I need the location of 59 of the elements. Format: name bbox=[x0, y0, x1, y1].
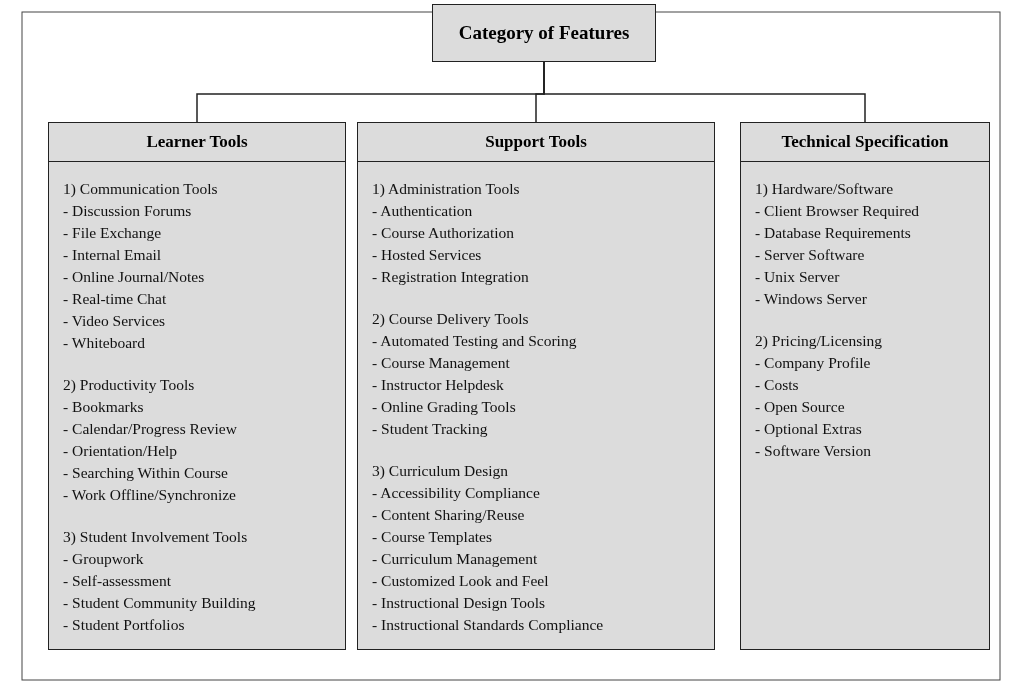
group-heading: 2) Pricing/Licensing bbox=[755, 331, 882, 350]
list-item: - File Exchange bbox=[63, 223, 162, 242]
list-item: - Course Templates bbox=[372, 527, 493, 546]
list-item: - Whiteboard bbox=[63, 333, 145, 352]
group-heading: 2) Course Delivery Tools bbox=[372, 309, 529, 328]
column-heading: Learner Tools bbox=[146, 132, 248, 152]
group-heading: 1) Administration Tools bbox=[372, 179, 520, 198]
list-item: - Instructional Design Tools bbox=[372, 593, 545, 612]
list-item: - Accessibility Compliance bbox=[372, 483, 540, 502]
list-item: - Unix Server bbox=[755, 267, 840, 286]
list-item: - Customized Look and Feel bbox=[372, 571, 549, 590]
list-item: - Discussion Forums bbox=[63, 201, 192, 220]
list-item: - Bookmarks bbox=[63, 397, 144, 416]
list-item: - Automated Testing and Scoring bbox=[372, 331, 577, 350]
list-item: - Self-assessment bbox=[63, 571, 172, 590]
list-item: - Optional Extras bbox=[755, 419, 862, 438]
list-item: - Orientation/Help bbox=[63, 441, 178, 460]
list-item: - Course Management bbox=[372, 353, 510, 372]
list-item: - Searching Within Course bbox=[63, 463, 228, 482]
title-text: Category of Features bbox=[458, 22, 630, 44]
list-item: - Windows Server bbox=[755, 289, 867, 308]
list-item: - Content Sharing/Reuse bbox=[372, 505, 525, 524]
category-column bbox=[357, 122, 715, 650]
column-heading: Support Tools bbox=[485, 132, 587, 152]
group-heading: 1) Hardware/Software bbox=[755, 179, 894, 198]
list-item: - Student Community Building bbox=[63, 593, 256, 612]
group-heading: 1) Communication Tools bbox=[63, 179, 218, 198]
title-box bbox=[432, 4, 656, 62]
column-heading: Technical Specification bbox=[781, 132, 949, 152]
list-item: - Company Profile bbox=[755, 353, 871, 372]
list-item: - Instructor Helpdesk bbox=[372, 375, 504, 394]
group-heading: 2) Productivity Tools bbox=[63, 375, 195, 394]
list-item: - Costs bbox=[755, 375, 799, 394]
list-item: - Student Portfolios bbox=[63, 615, 185, 634]
list-item: - Groupwork bbox=[63, 549, 144, 568]
list-item: - Work Offline/Synchronize bbox=[63, 485, 236, 504]
list-item: - Online Grading Tools bbox=[372, 397, 516, 416]
list-item: - Curriculum Management bbox=[372, 549, 538, 568]
connector-line bbox=[543, 61, 866, 123]
list-item: - Video Services bbox=[63, 311, 166, 330]
list-item: - Server Software bbox=[755, 245, 865, 264]
list-item: - Calendar/Progress Review bbox=[63, 419, 237, 438]
list-item: - Student Tracking bbox=[372, 419, 488, 438]
list-item: - Internal Email bbox=[63, 245, 162, 264]
group-heading: 3) Student Involvement Tools bbox=[63, 527, 248, 546]
list-item: - Software Version bbox=[755, 441, 871, 460]
list-item: - Online Journal/Notes bbox=[63, 267, 205, 286]
list-item: - Hosted Services bbox=[372, 245, 482, 264]
category-column bbox=[740, 122, 990, 650]
list-item: - Client Browser Required bbox=[755, 201, 919, 220]
list-item: - Instructional Standards Compliance bbox=[372, 615, 604, 634]
list-item: - Course Authorization bbox=[372, 223, 515, 242]
category-column bbox=[48, 122, 346, 650]
list-item: - Database Requirements bbox=[755, 223, 911, 242]
list-item: - Real-time Chat bbox=[63, 289, 167, 308]
list-item: - Open Source bbox=[755, 397, 845, 416]
list-item: - Authentication bbox=[372, 201, 473, 220]
list-item: - Registration Integration bbox=[372, 267, 529, 286]
group-heading: 3) Curriculum Design bbox=[372, 461, 509, 480]
